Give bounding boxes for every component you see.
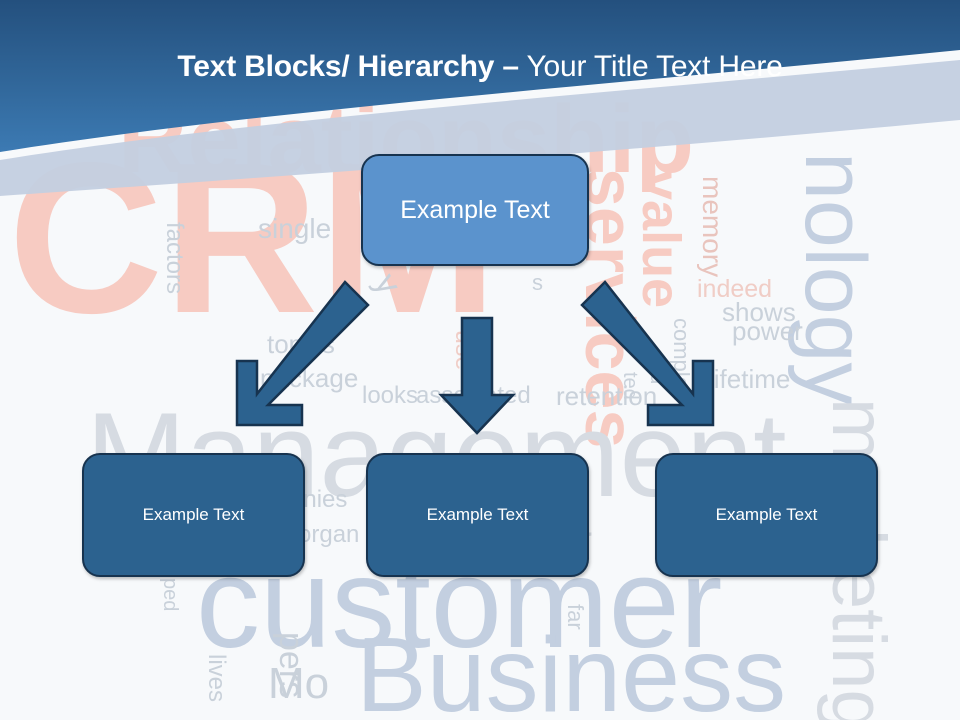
bottom-box-1[interactable]: Example Text (82, 453, 305, 577)
wordcloud-word: looks (362, 382, 419, 409)
wordcloud-word: s (532, 270, 543, 295)
bottom-box-1-label: Example Text (142, 505, 245, 524)
bottom-box-3[interactable]: Example Text (655, 453, 878, 577)
wordcloud-word: shows (722, 297, 796, 327)
arrow-down-icon (438, 316, 516, 435)
bottom-box-2[interactable]: Example Text (366, 453, 589, 577)
wordcloud-word: Business (356, 616, 787, 720)
wordcloud-word: Mo (268, 659, 330, 708)
wordcloud-word: retention (556, 381, 658, 411)
wordcloud-word: indeed (697, 275, 773, 303)
bottom-box-2-label: Example Text (426, 505, 529, 524)
arrow-down-right-icon (580, 280, 715, 427)
wordcloud-word: power (732, 316, 803, 346)
wordcloud-word: lifetime (708, 364, 791, 394)
arrow-down-left-icon (235, 280, 370, 427)
top-box[interactable]: Example Text (361, 154, 589, 266)
wordcloud-word: single (258, 213, 332, 244)
bottom-box-3-label: Example Text (715, 505, 818, 524)
wordcloud-word: organ (298, 521, 360, 548)
top-box-label: Example Text (400, 195, 550, 224)
